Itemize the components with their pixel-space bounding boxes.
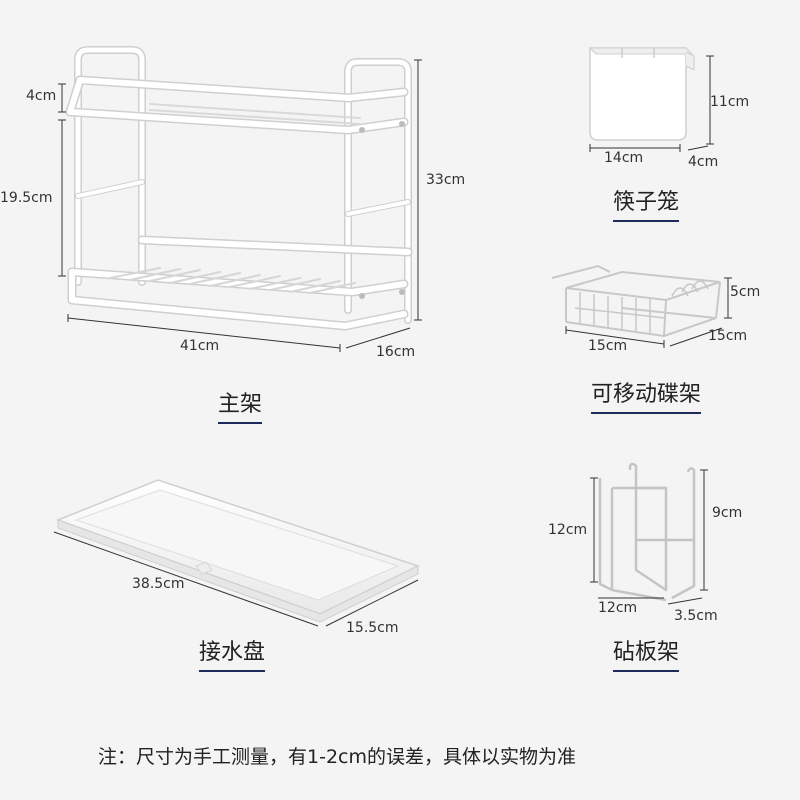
drip-tray-title: 接水盘: [198, 634, 266, 672]
drip-tray-length-label: 38.5cm: [132, 576, 185, 592]
main-rack-title-underline: [217, 422, 263, 424]
chopstick-holder-title-underline: [612, 220, 680, 222]
board-rack-width-label: 12cm: [598, 600, 638, 616]
drip-tray-illustration: [55, 479, 420, 623]
board-rack-title-underline: [612, 670, 680, 672]
dish-rack-title-text: 可移动碟架: [590, 382, 702, 407]
dish-rack-depth-label: 15cm: [708, 328, 748, 344]
dish-rack-width-label: 15cm: [588, 338, 628, 354]
dish-rack-title-underline: [590, 412, 702, 414]
drip-tray-title-text: 接水盘: [198, 640, 266, 665]
drip-tray-title-underline: [198, 670, 266, 672]
chopstick-holder-height-label: 11cm: [710, 94, 750, 110]
drip-tray-dimension-lines: [53, 531, 419, 627]
board-rack-height-label: 12cm: [548, 522, 588, 538]
chopstick-holder-title: 筷子笼: [612, 184, 680, 222]
chopstick-holder-title-text: 筷子笼: [612, 190, 680, 215]
main-rack-dimension-lines: [58, 59, 422, 352]
dish-rack-height-label: 5cm: [730, 284, 761, 300]
drip-tray-width-label: 15.5cm: [346, 620, 399, 636]
board-rack-depth-label: 3.5cm: [674, 608, 718, 624]
chopstick-holder-illustration: [588, 47, 695, 141]
board-rack-title: 砧板架: [612, 634, 680, 672]
main-rack-top-gap-label: 4cm: [26, 88, 57, 104]
dish-rack-dimension-lines: [565, 277, 732, 348]
dish-rack-illustration: [551, 264, 721, 338]
main-rack-illustration: [65, 46, 413, 331]
board-rack-illustration: [598, 462, 696, 602]
board-rack-title-text: 砧板架: [612, 640, 680, 665]
chopstick-holder-depth-label: 4cm: [688, 154, 719, 170]
main-rack-lower-height-label: 19.5cm: [0, 190, 53, 206]
main-rack-title-text: 主架: [217, 392, 263, 417]
main-rack-depth-label: 16cm: [376, 344, 416, 360]
chopstick-holder-width-label: 14cm: [604, 150, 644, 166]
board-rack-inner-height-label: 9cm: [712, 505, 743, 521]
board-rack-dimension-lines: [590, 469, 708, 605]
main-rack-width-label: 41cm: [180, 338, 220, 354]
main-rack-height-label: 33cm: [426, 172, 466, 188]
measurement-note: 注：尺寸为手工测量，有1-2cm的误差，具体以实物为准: [98, 746, 576, 768]
chopstick-holder-dimension-lines: [589, 55, 714, 152]
dish-rack-title: 可移动碟架: [590, 376, 702, 414]
main-rack-title: 主架: [217, 386, 263, 424]
